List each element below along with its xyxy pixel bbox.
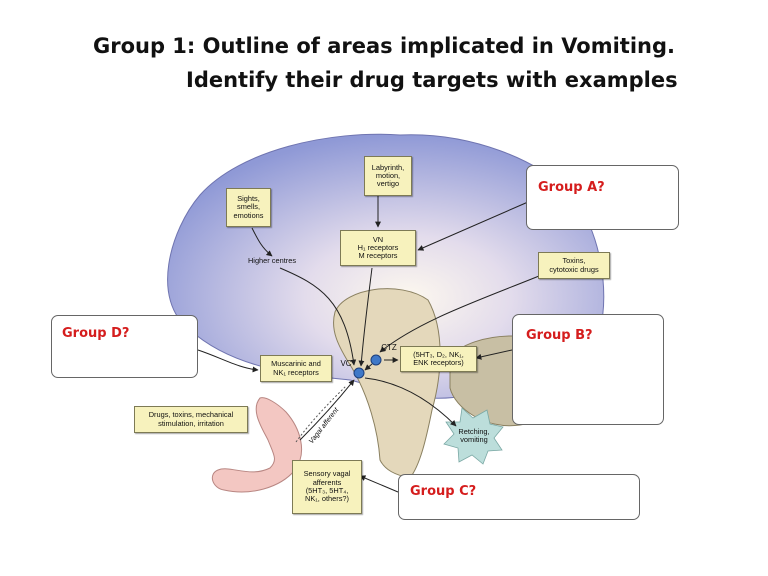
arrow-vn-to-vc: [358, 267, 373, 367]
vc-label: VC: [340, 359, 352, 368]
ctz-receptors-label: (5HT₃, D₂, NK₁, ENK receptors): [400, 346, 477, 372]
arrow-ctz-to-vc: [364, 363, 373, 371]
group-b-box[interactable]: [512, 314, 664, 425]
vagal-afferent-label: Vagal afferent: [308, 406, 341, 445]
slide-title-line-1: Group 1: Outline of areas implicated in …: [92, 34, 676, 58]
group-c-label: Group C?: [410, 484, 477, 499]
arrow-higher-to-vc: [279, 267, 357, 366]
arrow-vc-to-retching: [364, 377, 457, 427]
drugs-mechanical-label: Drugs, toxins, mechanical stimulation, i…: [134, 406, 248, 433]
vn-label: VN H₁ receptors M receptors: [340, 230, 416, 266]
labyrinth-label: Labyrinth, motion, vertigo: [364, 156, 412, 196]
group-b-label: Group B?: [526, 328, 593, 343]
arrow-groupC: [359, 475, 399, 493]
ctz-nucleus: [370, 354, 382, 366]
arrow-groupA: [417, 201, 529, 251]
retching-label: Retching, vomiting: [458, 427, 490, 445]
arrow-groupD: [197, 349, 259, 373]
sights-label: Sights, smells, emotions: [226, 188, 271, 227]
arrow-groupB: [475, 349, 513, 360]
higher-centres-label: Higher centres: [247, 256, 297, 265]
toxins-label: Toxins, cytotoxic drugs: [538, 252, 610, 279]
ctz-label: CTZ: [381, 343, 397, 352]
group-d-box[interactable]: [51, 315, 198, 378]
group-c-box[interactable]: [398, 474, 640, 520]
arrow-vagal-to-vc: [299, 379, 355, 441]
slide-title-line-2: Identify their drug targets with example…: [186, 68, 678, 92]
arrow-sights-to-higher: [251, 227, 273, 257]
group-a-box[interactable]: [526, 165, 679, 230]
brainstem-shape: [333, 288, 441, 479]
vc-nucleus: [353, 367, 365, 379]
arrow-toxins-to-ctz: [379, 273, 545, 353]
retching-burst: [443, 407, 504, 465]
group-d-label: Group D?: [62, 326, 130, 341]
group-a-label: Group A?: [538, 180, 605, 195]
muscarinic-label: Muscarinic and NK₁ receptors: [260, 355, 332, 382]
sensory-vagal-label: Sensory vagal afferents (5HT₃, 5HT₄, NK₁…: [292, 460, 362, 514]
stomach-shape: [211, 397, 303, 493]
vagal-afferent-path: [295, 385, 347, 443]
